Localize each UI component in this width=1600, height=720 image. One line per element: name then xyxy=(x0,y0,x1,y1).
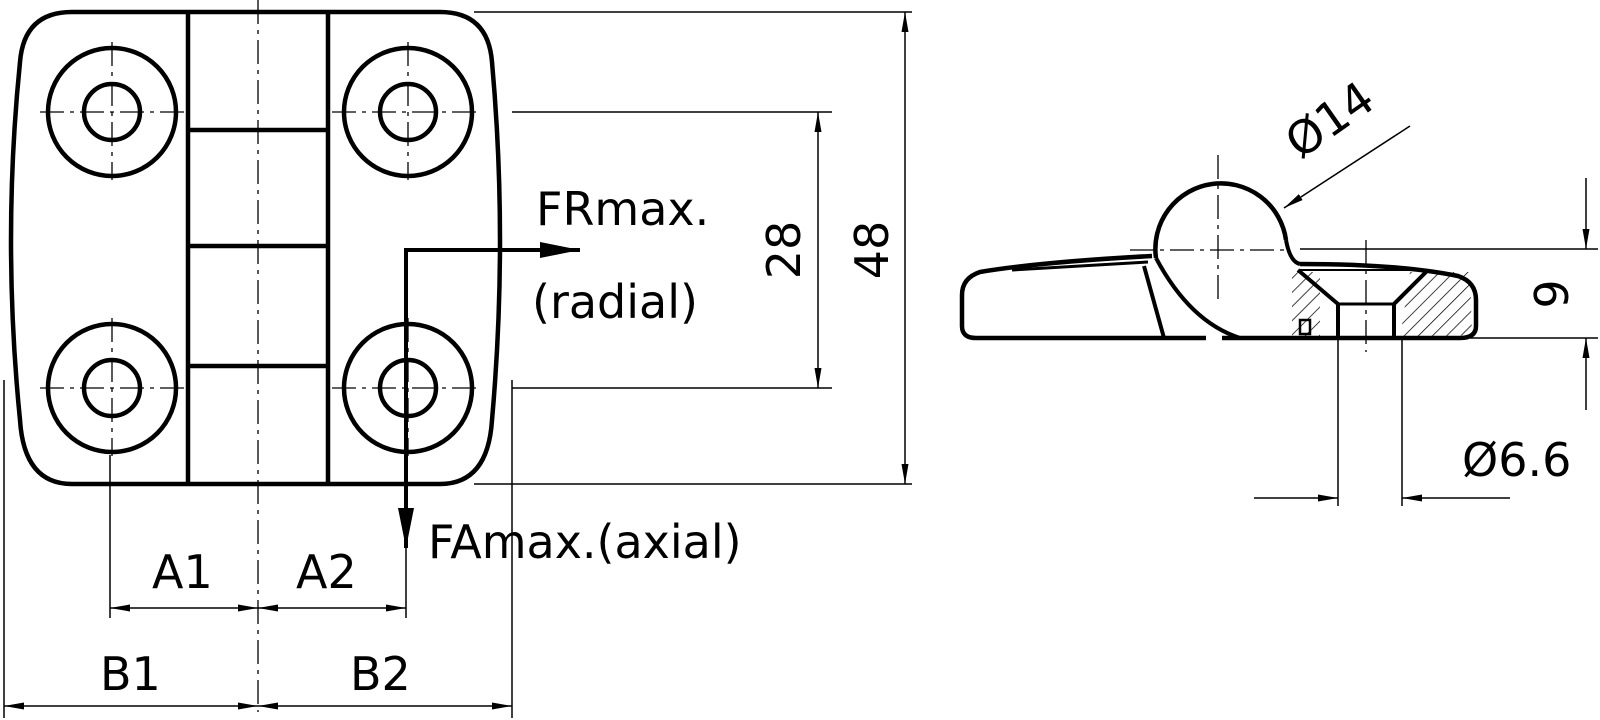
dim-dia66-label: Ø6.6 xyxy=(1462,433,1571,487)
dim-a2-label: A2 xyxy=(296,545,357,599)
right-leaf xyxy=(1222,261,1479,341)
dim-48-label: 48 xyxy=(845,221,899,280)
dim-a1-label: A1 xyxy=(152,545,213,599)
dim-dia14-leader xyxy=(1283,125,1411,209)
center-lines xyxy=(40,0,478,712)
front-view xyxy=(8,0,503,712)
dim-b2-label: B2 xyxy=(350,647,411,701)
dim-b1-label: B1 xyxy=(100,647,161,701)
left-leaf-inner-edge xyxy=(1142,265,1166,339)
radial-force-label: FRmax. xyxy=(536,182,709,236)
hinge-outline xyxy=(8,9,503,487)
front-dimensions xyxy=(3,11,912,718)
side-dimensions xyxy=(1254,125,1598,506)
side-view xyxy=(959,155,1479,352)
section-hatch-right xyxy=(1400,272,1472,338)
dim-9-label: 9 xyxy=(1525,279,1579,308)
radial-label: (radial) xyxy=(532,275,698,329)
dim-28-label: 28 xyxy=(757,221,811,280)
knuckle-circle xyxy=(1153,181,1289,259)
axial-force-label: FAmax.(axial) xyxy=(428,515,742,569)
force-arrows xyxy=(398,242,580,548)
section-hatch-left xyxy=(1292,272,1320,340)
left-leaf xyxy=(959,253,1206,341)
